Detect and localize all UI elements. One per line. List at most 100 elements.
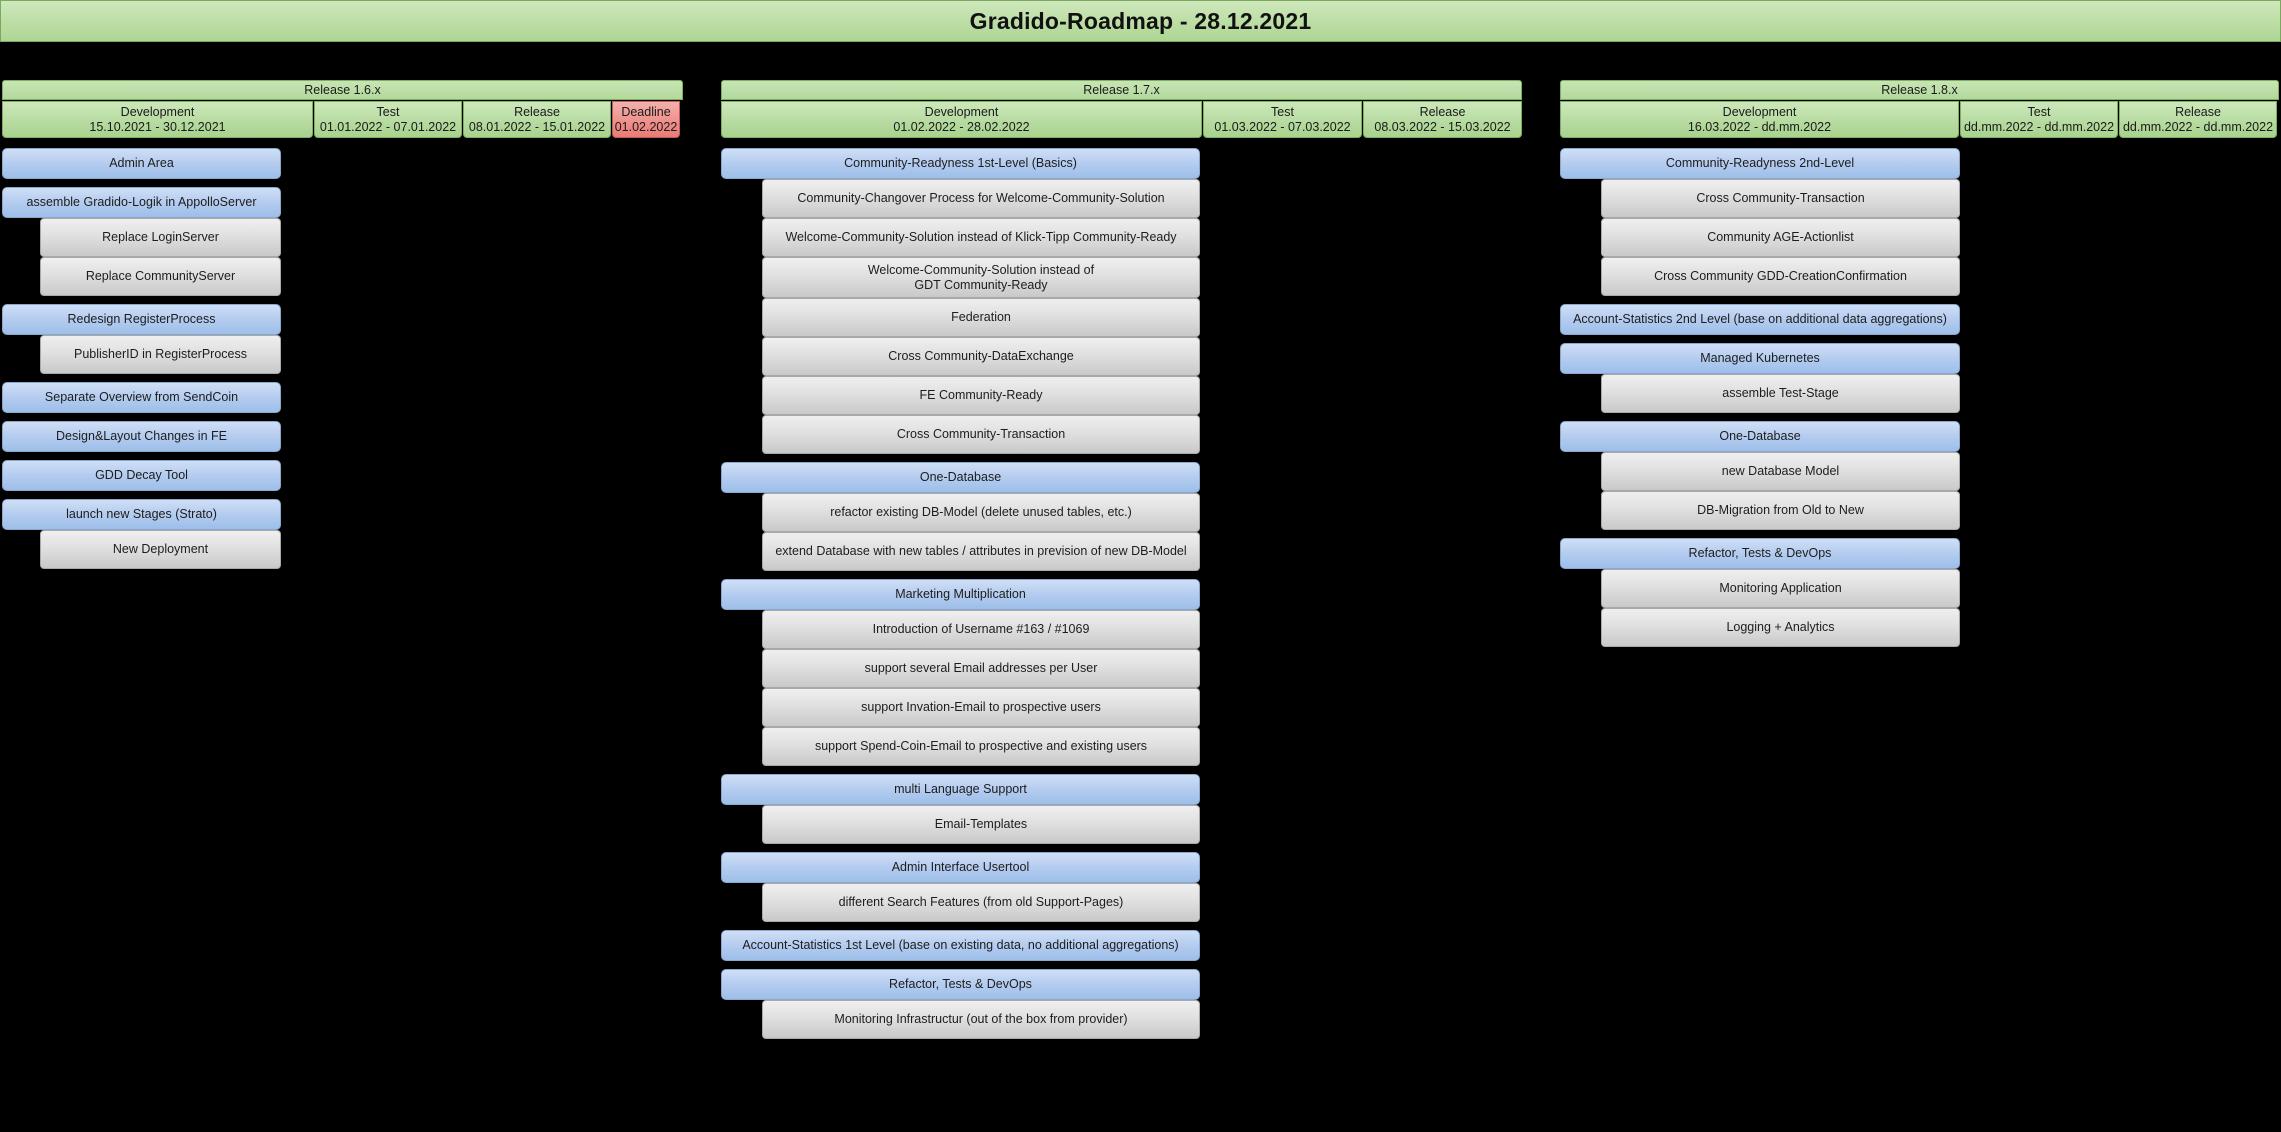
task-child[interactable]: Welcome-Community-Solution instead of Kl…: [762, 218, 1200, 257]
phase-label: Development: [924, 104, 999, 119]
task-child[interactable]: assemble Test-Stage: [1601, 374, 1960, 413]
phase-dates: dd.mm.2022 - dd.mm.2022: [1963, 119, 2115, 134]
phase-dates: 08.01.2022 - 15.01.2022: [468, 119, 606, 134]
task-child[interactable]: Community-Changover Process for Welcome-…: [762, 179, 1200, 218]
task-parent[interactable]: Refactor, Tests & DevOps: [721, 969, 1200, 1000]
task-child[interactable]: Monitoring Application: [1601, 569, 1960, 608]
task-child[interactable]: Cross Community-Transaction: [762, 415, 1200, 454]
task-child[interactable]: different Search Features (from old Supp…: [762, 883, 1200, 922]
task-child[interactable]: Cross Community GDD-CreationConfirmation: [1601, 257, 1960, 296]
phase-dates: dd.mm.2022 - dd.mm.2022: [2122, 119, 2274, 134]
task-parent[interactable]: Design&Layout Changes in FE: [2, 421, 281, 452]
task-child[interactable]: new Database Model: [1601, 452, 1960, 491]
release-title-1-8: Release 1.8.x: [1560, 80, 2279, 100]
task-parent[interactable]: multi Language Support: [721, 774, 1200, 805]
task-parent[interactable]: assemble Gradido-Logik in AppolloServer: [2, 187, 281, 218]
task-child[interactable]: support Invation-Email to prospective us…: [762, 688, 1200, 727]
phase-label: Deadline: [621, 104, 671, 119]
task-group: Community-Readyness 1st-Level (Basics)Co…: [721, 148, 1522, 454]
task-parent[interactable]: launch new Stages (Strato): [2, 499, 281, 530]
task-parent[interactable]: Managed Kubernetes: [1560, 343, 1960, 374]
phase-dates: 16.03.2022 - dd.mm.2022: [1687, 119, 1832, 134]
phase-label: Development: [120, 104, 195, 119]
release-title-1-6: Release 1.6.x: [2, 80, 683, 100]
task-parent[interactable]: Admin Interface Usertool: [721, 852, 1200, 883]
phase-label: Release: [1419, 104, 1466, 119]
task-child[interactable]: New Deployment: [40, 530, 281, 569]
page-title-banner: Gradido-Roadmap - 28.12.2021: [0, 0, 2281, 42]
task-parent[interactable]: Account-Statistics 1st Level (base on ex…: [721, 930, 1200, 961]
task-parent[interactable]: Community-Readyness 2nd-Level: [1560, 148, 1960, 179]
phase-label: Test: [1271, 104, 1294, 119]
phase-dates: 01.02.2022 - 28.02.2022: [893, 119, 1030, 134]
task-child[interactable]: Replace CommunityServer: [40, 257, 281, 296]
task-parent[interactable]: Community-Readyness 1st-Level (Basics): [721, 148, 1200, 179]
task-child[interactable]: support Spend-Coin-Email to prospective …: [762, 727, 1200, 766]
task-group: Design&Layout Changes in FE: [2, 421, 683, 452]
task-parent[interactable]: One-Database: [1560, 421, 1960, 452]
task-parent[interactable]: One-Database: [721, 462, 1200, 493]
task-child[interactable]: extend Database with new tables / attrib…: [762, 532, 1200, 571]
task-parent[interactable]: Redesign RegisterProcess: [2, 304, 281, 335]
phase-label: Test: [376, 104, 400, 119]
phase-label: Release: [514, 104, 560, 119]
task-parent[interactable]: Refactor, Tests & DevOps: [1560, 538, 1960, 569]
task-child[interactable]: refactor existing DB-Model (delete unuse…: [762, 493, 1200, 532]
task-child[interactable]: DB-Migration from Old to New: [1601, 491, 1960, 530]
phase-dates: 01.01.2022 - 07.01.2022: [319, 119, 457, 134]
task-parent[interactable]: Account-Statistics 2nd Level (base on ad…: [1560, 304, 1960, 335]
phase-dates: 08.03.2022 - 15.03.2022: [1374, 119, 1511, 134]
phase-dates: 15.10.2021 - 30.12.2021: [89, 119, 226, 134]
phase-label: Test: [2027, 104, 2051, 119]
task-parent[interactable]: GDD Decay Tool: [2, 460, 281, 491]
task-group: Separate Overview from SendCoin: [2, 382, 683, 413]
task-child[interactable]: support several Email addresses per User: [762, 649, 1200, 688]
task-group: Account-Statistics 1st Level (base on ex…: [721, 930, 1522, 961]
task-child[interactable]: Cross Community-Transaction: [1601, 179, 1960, 218]
task-parent[interactable]: Admin Area: [2, 148, 281, 179]
task-child[interactable]: FE Community-Ready: [762, 376, 1200, 415]
phase-label: Development: [1722, 104, 1797, 119]
task-child[interactable]: Community AGE-Actionlist: [1601, 218, 1960, 257]
task-list-1-7: Community-Readyness 1st-Level (Basics)Co…: [721, 148, 1522, 1039]
task-child[interactable]: Email-Templates: [762, 805, 1200, 844]
task-parent[interactable]: Separate Overview from SendCoin: [2, 382, 281, 413]
task-group: GDD Decay Tool: [2, 460, 683, 491]
task-child[interactable]: Federation: [762, 298, 1200, 337]
task-child[interactable]: Logging + Analytics: [1601, 608, 1960, 647]
task-child[interactable]: Monitoring Infrastructur (out of the box…: [762, 1000, 1200, 1039]
task-list-1-6: Admin Area assemble Gradido-Logik in Appo…: [2, 148, 683, 569]
task-child[interactable]: Replace LoginServer: [40, 218, 281, 257]
phase-dates: 01.02.2022: [614, 119, 678, 134]
task-parent[interactable]: Marketing Multiplication: [721, 579, 1200, 610]
task-child[interactable]: PublisherID in RegisterProcess: [40, 335, 281, 374]
task-child[interactable]: Cross Community-DataExchange: [762, 337, 1200, 376]
phase-dates: 01.03.2022 - 07.03.2022: [1214, 119, 1351, 134]
task-child[interactable]: Introduction of Username #163 / #1069: [762, 610, 1200, 649]
